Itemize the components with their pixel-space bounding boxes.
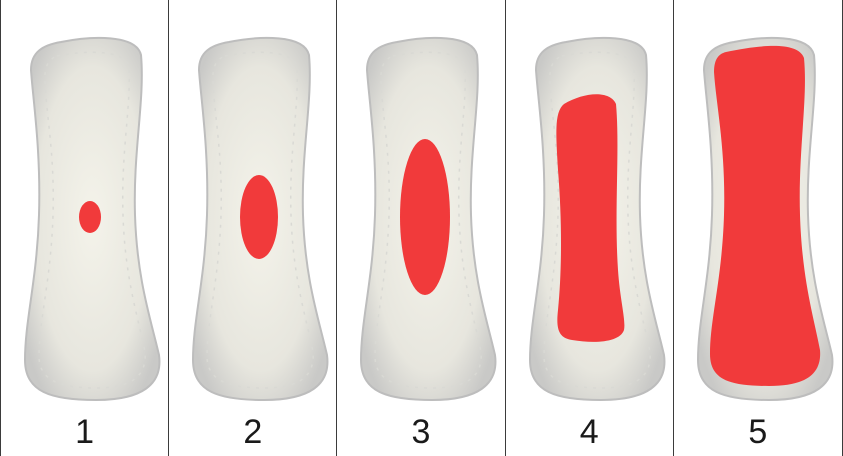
stain: [400, 139, 450, 295]
stain: [240, 175, 278, 259]
panel-3: 3: [337, 0, 505, 456]
pad-illustration-2: [169, 0, 337, 456]
pad-illustration-1: [1, 0, 169, 456]
pad-illustration-3: [337, 0, 505, 456]
panel-number: 1: [1, 412, 168, 452]
panel-number: 5: [674, 412, 842, 452]
panel-number: 4: [506, 412, 673, 452]
panel-2: 2: [169, 0, 337, 456]
panel-number: 2: [169, 412, 336, 452]
pad-illustration-5: [674, 0, 842, 456]
panel-5: 5: [674, 0, 842, 456]
stain: [556, 94, 624, 342]
panel-1: 1: [1, 0, 169, 456]
panel-4: 4: [506, 0, 674, 456]
stain: [79, 201, 101, 233]
panel-number: 3: [337, 412, 504, 452]
pad-illustration-4: [506, 0, 674, 456]
